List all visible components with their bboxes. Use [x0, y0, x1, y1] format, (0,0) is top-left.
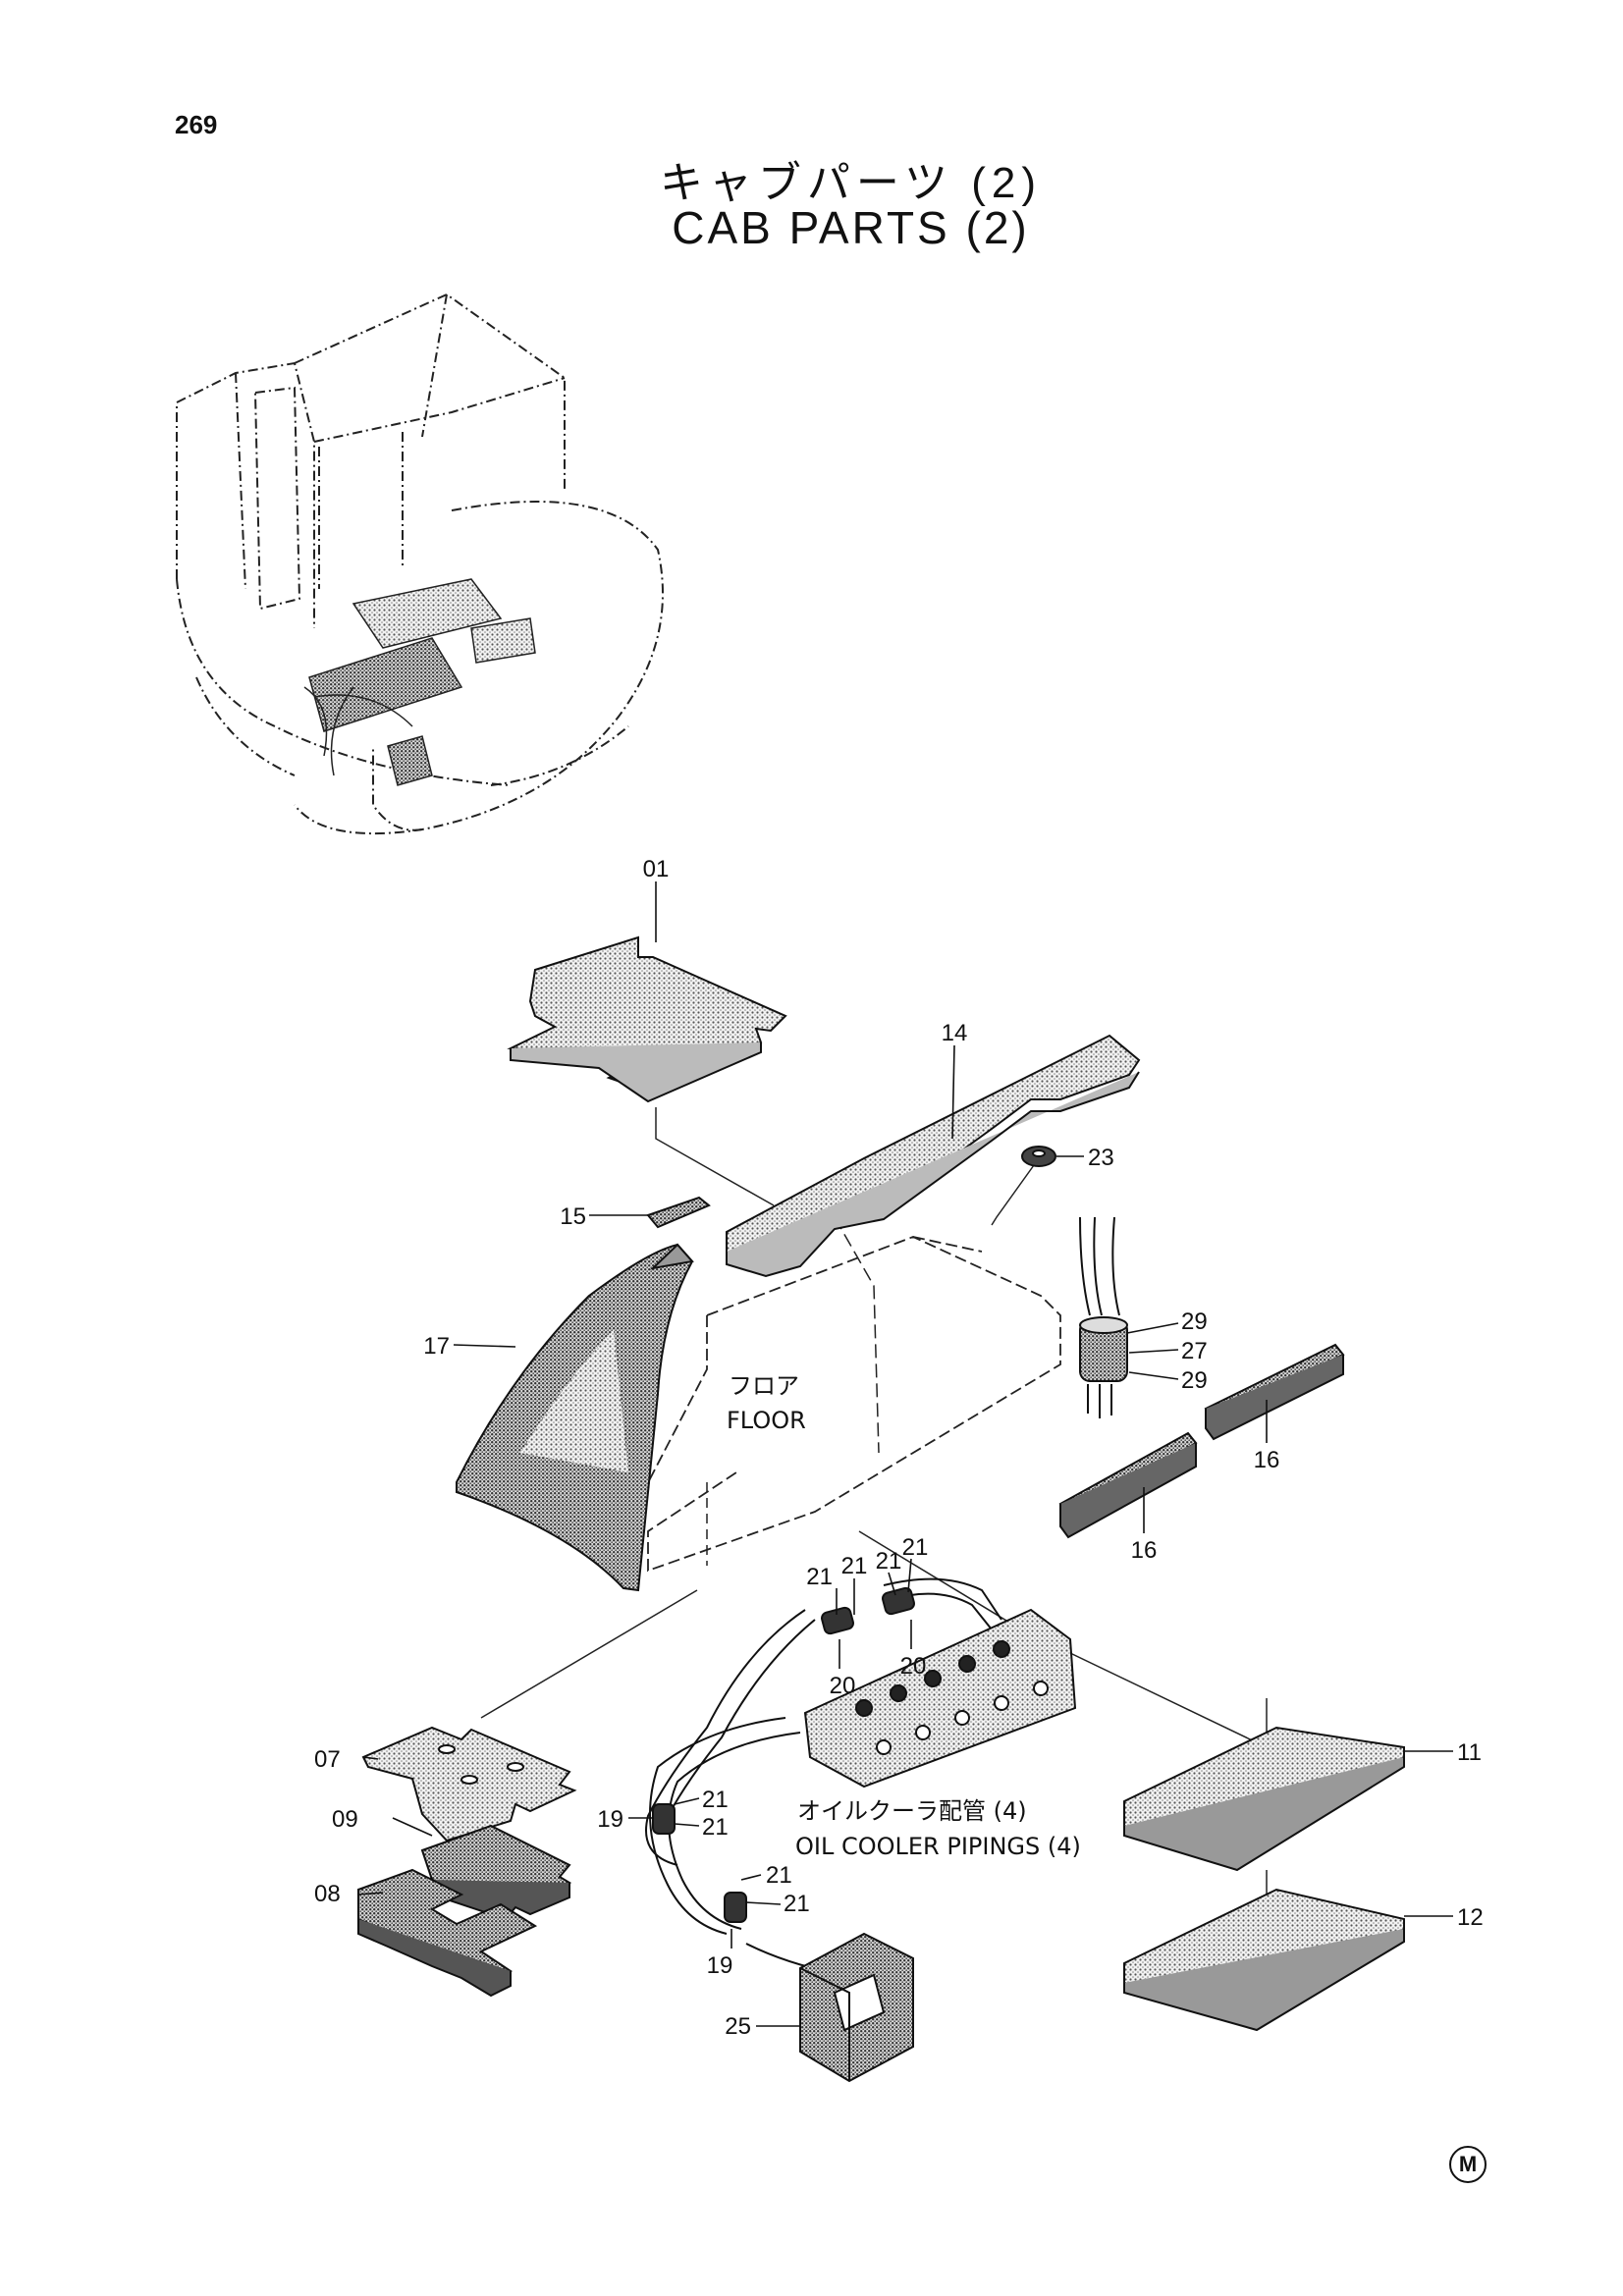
callout-07: 07 [314, 1746, 341, 1773]
note-floor-japanese: フロア [729, 1372, 799, 1400]
callout-12: 12 [1457, 1904, 1484, 1931]
callout-21-h: 21 [784, 1891, 810, 1917]
part-23-grommet [1021, 1146, 1056, 1167]
part-16-strip-upper [1204, 1343, 1345, 1441]
title-english: CAB PARTS (2) [672, 202, 1030, 253]
cab-overview-illustration [176, 293, 664, 835]
part-17-corner-trim [456, 1243, 694, 1592]
callout-11: 11 [1457, 1739, 1482, 1766]
part-11-pad [1123, 1726, 1405, 1872]
diagram-notes: フロア FLOOR オイルクーラ配管 (4) OIL COOLER PIPING… [727, 1372, 1081, 1860]
callout-21-a: 21 [806, 1564, 833, 1590]
callout-leaders [357, 881, 1453, 2027]
callout-23: 23 [1088, 1145, 1114, 1171]
callout-21-d: 21 [902, 1534, 929, 1561]
part-16-strip-lower [1058, 1431, 1198, 1539]
callout-19-b: 19 [707, 1952, 733, 1979]
callout-09: 09 [332, 1806, 358, 1833]
oil-cooler-pipings [645, 1577, 1002, 1974]
callout-19-a: 19 [597, 1806, 623, 1833]
part-14-strip [726, 1034, 1141, 1278]
callout-numbers: 01 14 23 15 17 29 27 29 16 16 21 21 21 2… [314, 856, 1484, 2040]
callout-14: 14 [942, 1020, 968, 1046]
note-oil-cooler-japanese: オイルクーラ配管 (4) [797, 1797, 1027, 1825]
title-japanese: キャブパーツ (2) [659, 159, 1043, 207]
floor-outline [637, 1236, 1061, 1573]
callout-27: 27 [1181, 1338, 1208, 1364]
part-08-block [357, 1868, 538, 1998]
callout-20-a: 20 [830, 1673, 856, 1699]
cab-overview-floor-detail [303, 578, 536, 786]
part-25-grommet-block [799, 1932, 914, 2083]
callout-29-upper: 29 [1181, 1308, 1208, 1335]
callout-01: 01 [643, 856, 670, 882]
callout-16-upper: 16 [1254, 1447, 1280, 1473]
part-12-pad [1123, 1888, 1405, 2032]
note-oil-cooler-english: OIL COOLER PIPINGS (4) [795, 1833, 1081, 1860]
callout-16-lower: 16 [1131, 1537, 1158, 1564]
part-27-29-hose-clamp [1079, 1216, 1128, 1418]
callout-08: 08 [314, 1881, 341, 1907]
callout-25: 25 [725, 2013, 751, 2040]
callout-21-f: 21 [702, 1814, 729, 1841]
corner-mark: M [1449, 2146, 1487, 2183]
oil-cooler-valve-block [803, 1608, 1077, 1789]
note-floor-english: FLOOR [727, 1407, 806, 1434]
callout-15: 15 [560, 1203, 586, 1230]
callout-21-e: 21 [702, 1787, 729, 1813]
callout-29-lower: 29 [1181, 1367, 1208, 1394]
part-07-plate [361, 1726, 577, 1842]
part-01-floor-mat [507, 935, 787, 1103]
callout-21-b: 21 [841, 1553, 868, 1579]
callout-21-c: 21 [876, 1548, 902, 1575]
pipe-fittings [652, 1586, 915, 1923]
callout-20-b: 20 [900, 1653, 927, 1680]
part-09-plate [420, 1824, 572, 1921]
callout-21-g: 21 [766, 1862, 792, 1889]
callout-17: 17 [423, 1333, 450, 1360]
part-15-small-pad [646, 1196, 711, 1229]
page-number: 269 [175, 110, 218, 139]
